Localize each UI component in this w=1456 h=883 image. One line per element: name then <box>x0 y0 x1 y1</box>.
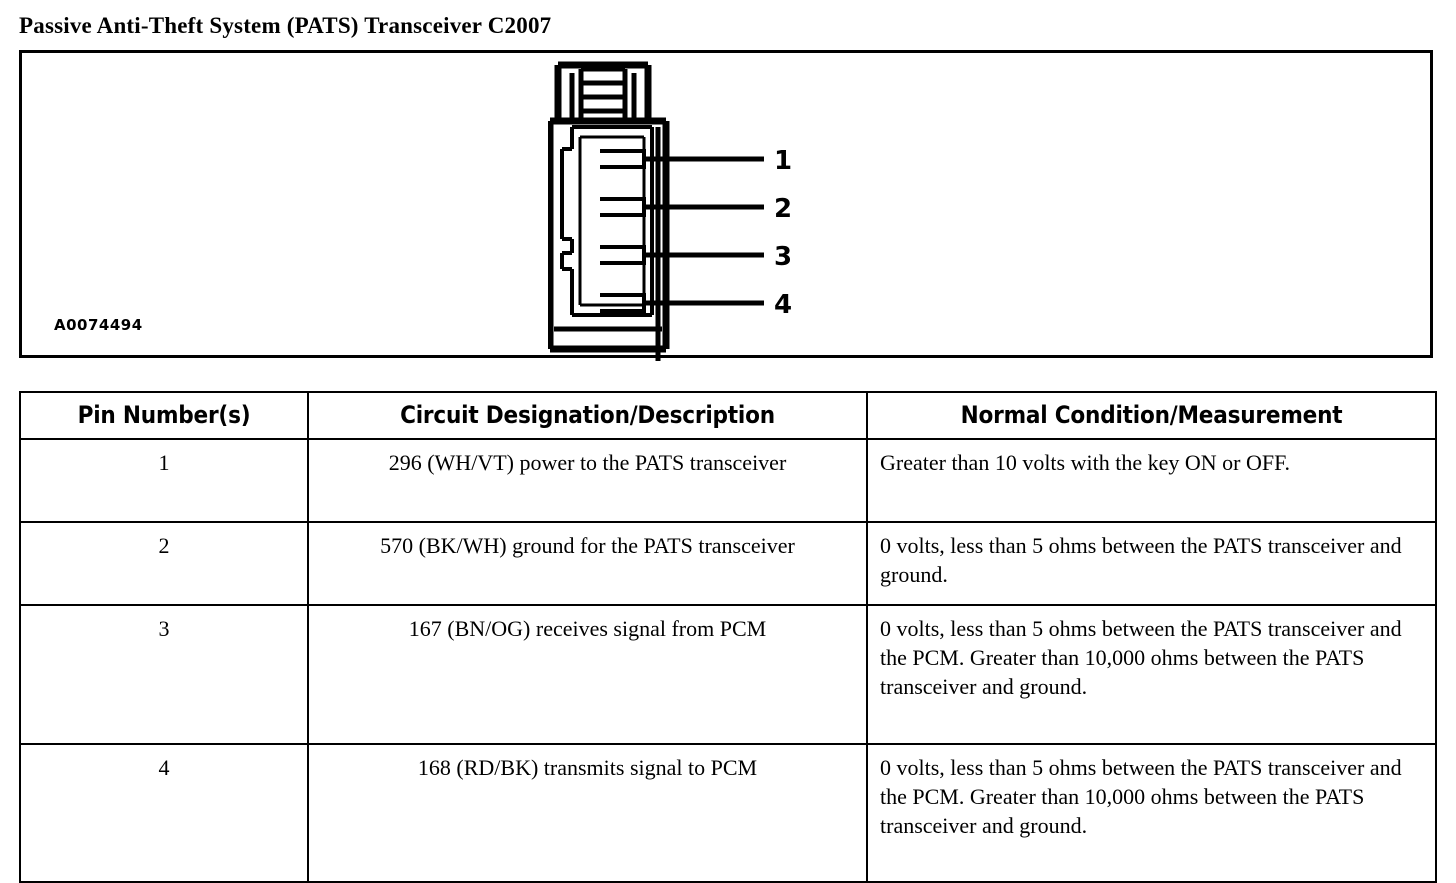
cell-pin-number: 2 <box>19 521 309 606</box>
table-row: 2 570 (BK/WH) ground for the PATS transc… <box>19 521 1437 606</box>
pin-callout-4: 4 <box>774 290 792 320</box>
cell-pin-number: 4 <box>19 743 309 883</box>
table-header-row: Pin Number(s) Circuit Designation/Descri… <box>19 391 1437 440</box>
cell-measurement: 0 volts, less than 5 ohms between the PA… <box>866 604 1437 745</box>
table-row: 3 167 (BN/OG) receives signal from PCM 0… <box>19 604 1437 745</box>
connector-figure-box: 1 2 3 4 A0074494 <box>19 50 1433 361</box>
figure-id-label: A0074494 <box>54 316 143 334</box>
table-row: 4 168 (RD/BK) transmits signal to PCM 0 … <box>19 743 1437 883</box>
column-header-normal-condition: Normal Condition/Measurement <box>866 391 1437 440</box>
cell-measurement: Greater than 10 volts with the key ON or… <box>866 438 1437 523</box>
table-row: 1 296 (WH/VT) power to the PATS transcei… <box>19 438 1437 523</box>
pin-callout-1: 1 <box>774 146 792 176</box>
pin-callout-2: 2 <box>774 194 792 224</box>
pin-callout-3: 3 <box>774 242 792 272</box>
cell-description: 570 (BK/WH) ground for the PATS transcei… <box>307 521 868 606</box>
cell-description: 167 (BN/OG) receives signal from PCM <box>307 604 868 745</box>
pin-assignment-table: Pin Number(s) Circuit Designation/Descri… <box>19 391 1437 883</box>
cell-pin-number: 3 <box>19 604 309 745</box>
page-title: Passive Anti-Theft System (PATS) Transce… <box>19 13 552 38</box>
column-header-circuit-designation: Circuit Designation/Description <box>307 391 868 440</box>
column-header-pin-number: Pin Number(s) <box>19 391 309 440</box>
cell-measurement: 0 volts, less than 5 ohms between the PA… <box>866 743 1437 883</box>
pats-transceiver-connector-drawing: 1 2 3 4 <box>548 61 792 361</box>
cell-pin-number: 1 <box>19 438 309 523</box>
connector-diagram: 1 2 3 4 <box>548 53 968 361</box>
cell-description: 296 (WH/VT) power to the PATS transceive… <box>307 438 868 523</box>
cell-description: 168 (RD/BK) transmits signal to PCM <box>307 743 868 883</box>
cell-measurement: 0 volts, less than 5 ohms between the PA… <box>866 521 1437 606</box>
